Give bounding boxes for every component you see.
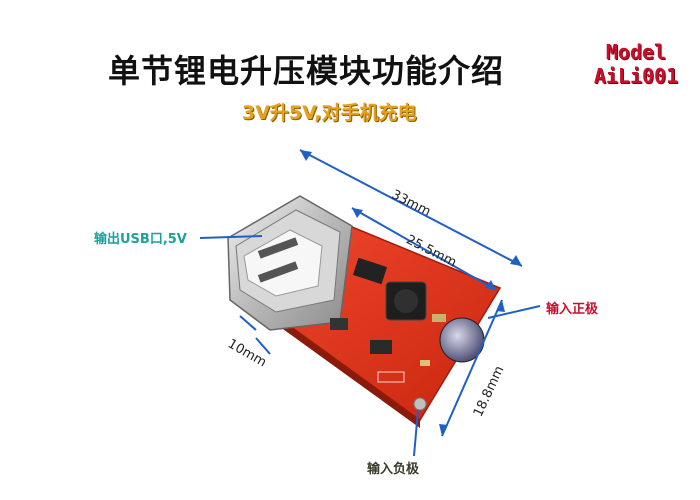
- arrow-25-end: [485, 280, 496, 290]
- pointer-negative: [413, 409, 419, 457]
- usb-slot-top: [257, 237, 299, 259]
- smd-part-3: [370, 340, 392, 354]
- label-input-positive: 输入正极: [546, 302, 599, 317]
- label-usb-output: 输出USB口,5V: [94, 232, 187, 247]
- dim-line-18mm: [441, 299, 503, 437]
- arrow-33-end: [510, 255, 522, 266]
- negative-pad: [413, 397, 427, 411]
- page-subtitle: 3V升5V,对手机充电: [242, 102, 417, 124]
- silkscreen-mark: [377, 371, 405, 383]
- pointer-usb: [199, 235, 263, 239]
- dim-line-33mm: [299, 149, 523, 267]
- arrow-25-start: [352, 208, 363, 218]
- page-title: 单节锂电升压模块功能介绍: [108, 52, 505, 90]
- model-label: Model: [605, 40, 667, 64]
- pointer-positive: [487, 305, 541, 319]
- label-input-negative: 输入负极: [367, 462, 420, 477]
- smd-part-4: [420, 360, 430, 366]
- dim-line-10mm-a: [239, 315, 257, 331]
- smd-part-2: [330, 318, 348, 330]
- inductor-core: [394, 289, 418, 313]
- arrow-18-start: [496, 300, 505, 312]
- arrow-33-start: [300, 150, 312, 161]
- ic-chip: [352, 257, 388, 285]
- model-number: AiLi001: [593, 64, 679, 88]
- arrow-18-end: [439, 424, 448, 436]
- dim-line-25mm: [351, 207, 497, 291]
- usb-slot-bottom: [257, 261, 299, 283]
- dim-line-10mm-b: [255, 337, 271, 355]
- smd-part-1: [432, 314, 446, 322]
- model-badge: Model AiLi001: [588, 40, 684, 88]
